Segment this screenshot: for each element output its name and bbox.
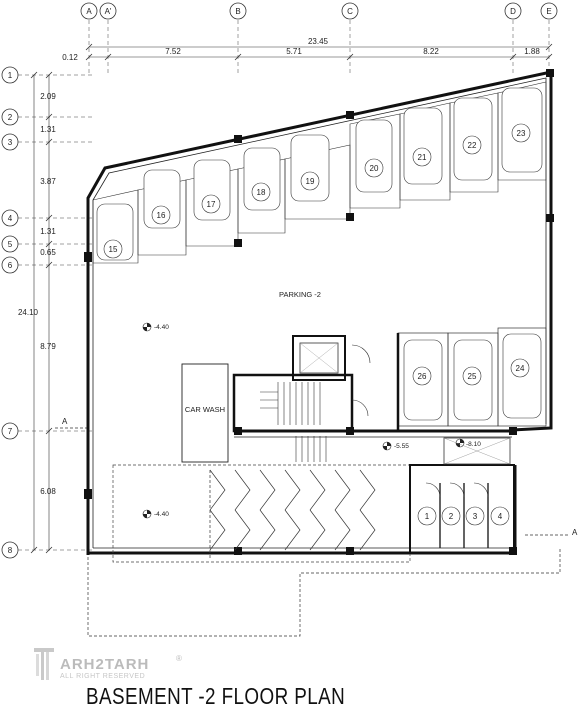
svg-text:0.65: 0.65 — [40, 248, 56, 257]
section-marker-left: A — [55, 417, 90, 429]
logo-registered: ® — [176, 654, 182, 663]
grid-bubble-a — [80, 2, 98, 20]
parking-space-15: 15 — [109, 245, 118, 254]
svg-text:7: 7 — [8, 427, 13, 436]
parking-label: PARKING -2 — [279, 290, 321, 299]
grid-lines — [18, 20, 550, 551]
parking-space-24: 24 — [516, 364, 525, 373]
section-marker-right: A — [525, 528, 578, 537]
level-marker-2: -5.55 — [382, 441, 409, 451]
parking-space-16: 16 — [157, 211, 166, 220]
svg-text:-4.40: -4.40 — [154, 511, 169, 518]
svg-text:-5.55: -5.55 — [394, 443, 409, 450]
grid-bubble-e — [540, 2, 558, 20]
lower-footprint-outline — [87, 548, 561, 637]
storage-space-4: 4 — [498, 512, 503, 521]
svg-text:-4.40: -4.40 — [154, 324, 169, 331]
stair-elevator-core — [232, 335, 371, 462]
drawing-title: BASEMENT -2 FLOOR PLAN — [86, 683, 346, 709]
grid-row-bubbles: 1 2 3 4 5 6 7 8 — [1, 66, 19, 559]
grid-bubble-2 — [1, 108, 19, 126]
svg-text:8.79: 8.79 — [40, 342, 56, 351]
svg-text:8.22: 8.22 — [423, 47, 439, 56]
svg-text:5: 5 — [8, 240, 13, 249]
grid-bubble-a-prime — [99, 2, 117, 20]
svg-text:24.10: 24.10 — [18, 308, 39, 317]
grid-bubble-4 — [1, 209, 19, 227]
grid-bubble-5 — [1, 235, 19, 253]
grid-bubble-1 — [1, 66, 19, 84]
structural-columns — [84, 69, 554, 555]
parking-space-22: 22 — [468, 141, 477, 150]
svg-text:A: A — [86, 7, 92, 16]
level-marker-4: -4.40 — [142, 509, 169, 519]
svg-text:1.88: 1.88 — [524, 47, 540, 56]
svg-text:1: 1 — [8, 71, 13, 80]
parking-space-19: 19 — [306, 177, 315, 186]
svg-text:1.31: 1.31 — [40, 125, 56, 134]
parking-space-20: 20 — [370, 164, 379, 173]
grid-column-bubbles: A A' B C D E — [80, 2, 558, 20]
parking-space-17: 17 — [207, 200, 216, 209]
storage-space-1: 1 — [425, 512, 430, 521]
grid-bubble-3 — [1, 133, 19, 151]
level-marker-3: -8.10 — [455, 438, 481, 448]
svg-text:23.45: 23.45 — [308, 37, 329, 46]
storage-rooms — [409, 437, 515, 554]
storage-space-2: 2 — [449, 512, 454, 521]
side-dimensions: 24.10 2.09 1.31 3.87 1.31 0.65 8.79 6.08 — [18, 71, 56, 554]
logo-tagline: ALL RIGHT RESERVED — [60, 673, 146, 680]
grid-bubble-d — [504, 2, 522, 20]
svg-text:7.52: 7.52 — [165, 47, 181, 56]
svg-text:4: 4 — [8, 214, 13, 223]
svg-text:E: E — [546, 7, 551, 16]
parking-space-18: 18 — [257, 188, 266, 197]
svg-text:-8.10: -8.10 — [466, 441, 481, 448]
north-space-numbers: 15 16 17 18 19 20 21 22 23 — [103, 123, 531, 259]
grid-bubble-b — [229, 2, 247, 20]
car-wash-room — [181, 363, 229, 463]
svg-text:A: A — [62, 417, 68, 426]
parking-space-23: 23 — [517, 129, 526, 138]
svg-text:6: 6 — [8, 261, 13, 270]
svg-text:B: B — [235, 7, 240, 16]
svg-text:A': A' — [105, 7, 112, 16]
grid-bubble-6 — [1, 256, 19, 274]
storage-numbers: 1 2 3 4 — [417, 506, 510, 526]
svg-text:2: 2 — [8, 113, 13, 122]
level-marker-1: -4.40 — [142, 322, 169, 332]
grid-bubble-c — [341, 2, 359, 20]
north-cars — [96, 87, 543, 261]
svg-text:0.12: 0.12 — [62, 53, 78, 62]
parking-space-26: 26 — [418, 372, 427, 381]
svg-text:C: C — [347, 7, 353, 16]
logo-mark-icon — [34, 648, 54, 680]
svg-text:A: A — [572, 528, 578, 537]
grid-bubble-8 — [1, 541, 19, 559]
svg-text:3: 3 — [8, 138, 13, 147]
parking-space-25: 25 — [468, 372, 477, 381]
svg-text:5.71: 5.71 — [286, 47, 302, 56]
watermark-logo: ARH2TARH ALL RIGHT RESERVED ® — [30, 642, 190, 688]
top-dimensions: 23.45 0.12 7.52 5.71 8.22 1.88 — [62, 37, 553, 62]
east-space-numbers: 26 25 24 — [412, 358, 530, 386]
storage-space-3: 3 — [473, 512, 478, 521]
parking-space-21: 21 — [418, 153, 427, 162]
svg-text:2.09: 2.09 — [40, 92, 56, 101]
car-wash-label: CAR WASH — [185, 405, 225, 414]
floor-plan-drawing: A A' B C D E 1 2 3 4 5 6 7 8 — [1, 2, 578, 637]
svg-text:1.31: 1.31 — [40, 227, 56, 236]
svg-text:6.08: 6.08 — [40, 487, 56, 496]
grid-bubble-7 — [1, 422, 19, 440]
logo-brand: ARH2TARH — [60, 656, 150, 673]
svg-text:8: 8 — [8, 546, 13, 555]
svg-text:3.87: 3.87 — [40, 177, 56, 186]
svg-text:D: D — [510, 7, 516, 16]
